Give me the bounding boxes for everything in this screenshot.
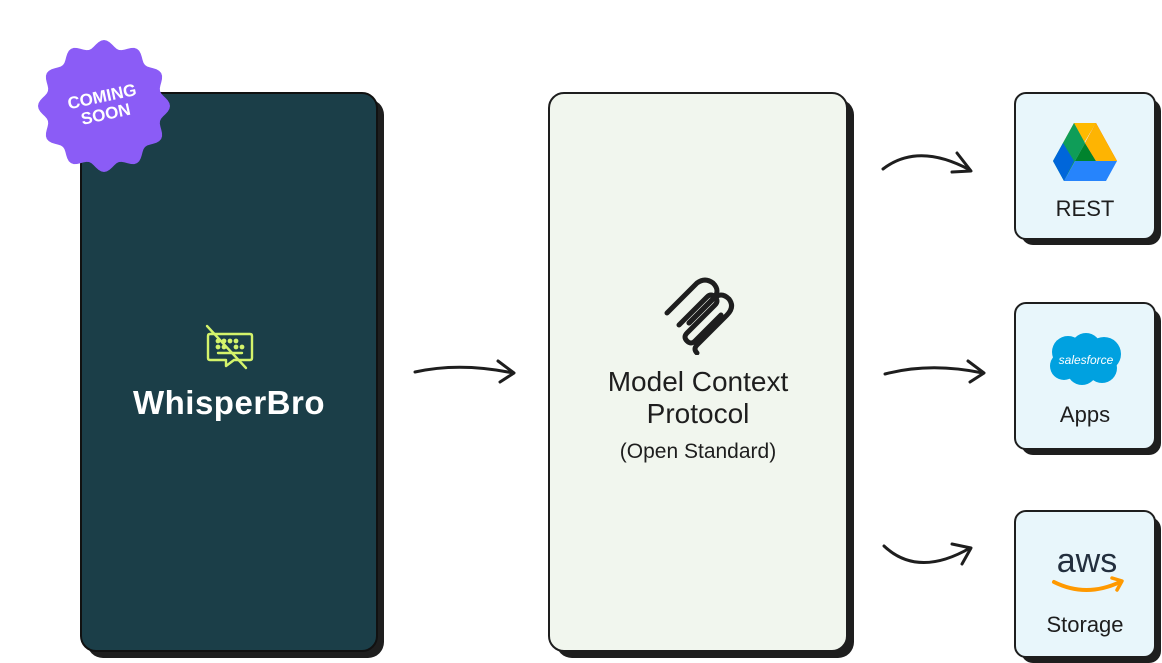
whisperbro-card: WhisperBro <box>80 92 378 652</box>
arrow-to-rest <box>881 151 973 174</box>
mcp-subtitle: (Open Standard) <box>619 440 777 463</box>
coming-soon-badge <box>38 40 170 172</box>
apps-label: Apps <box>1059 402 1111 427</box>
salesforce-icon: salesforce <box>1050 333 1121 385</box>
mcp-logo-icon <box>664 277 735 355</box>
aws-icon: aws <box>1052 542 1124 592</box>
arrow-to-mcp <box>413 359 516 384</box>
arrow-to-storage <box>882 542 973 566</box>
mcp-title-line-1: Model Context <box>607 366 789 397</box>
apps-card: salesforce Apps <box>1014 302 1156 450</box>
arrow-to-apps <box>883 359 986 384</box>
mcp-title-line-2: Protocol <box>646 398 750 429</box>
storage-label: Storage <box>1046 612 1124 637</box>
google-drive-icon <box>1053 123 1117 181</box>
coming-soon-badge-text: COMING SOON <box>23 25 184 186</box>
mcp-card: Model Context Protocol (Open Standard) <box>548 92 848 652</box>
storage-card: aws Storage <box>1014 510 1156 658</box>
keyboard-off-icon <box>205 324 254 370</box>
salesforce-logo-text: salesforce <box>1059 353 1114 367</box>
whisperbro-title: WhisperBro <box>132 384 325 421</box>
aws-logo-text: aws <box>1057 542 1117 580</box>
mcp-title: Model Context Protocol <box>550 366 846 430</box>
rest-label: REST <box>1055 196 1115 221</box>
rest-card: REST <box>1014 92 1156 240</box>
